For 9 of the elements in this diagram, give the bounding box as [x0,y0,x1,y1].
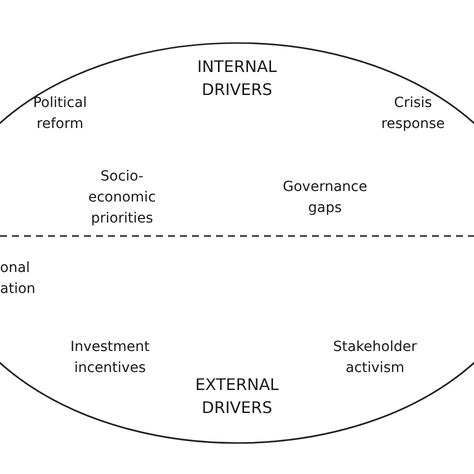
driver-label: Investment incentives [70,338,150,378]
section-heading: EXTERNAL DRIVERS [195,374,279,419]
driver-label: Socio-economic priorities [88,168,156,228]
driver-label: onal ation [0,259,36,299]
section-heading: INTERNAL DRIVERS [197,56,277,101]
driver-label: Stakeholder activism [333,338,417,378]
driver-label: Political reform [33,94,87,134]
driver-label: Crisis response [381,94,445,134]
driver-label: Governance gaps [282,178,368,218]
